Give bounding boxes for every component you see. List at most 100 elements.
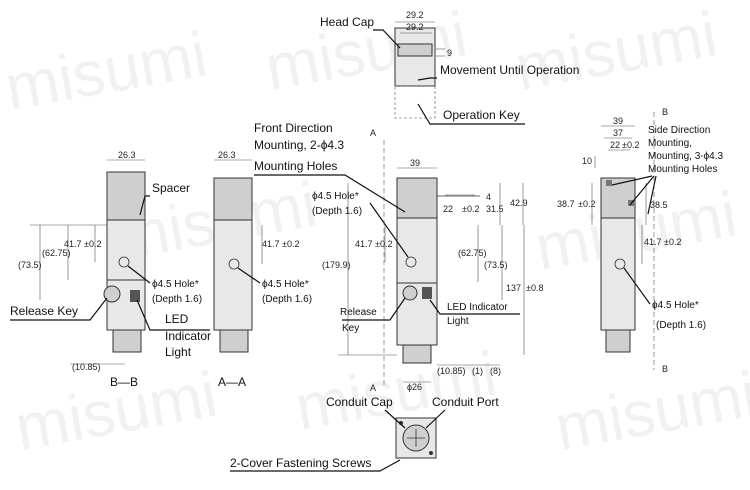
label-operation-key: Operation Key bbox=[443, 108, 520, 122]
dim-front-22: 22 bbox=[443, 204, 453, 214]
dim-front-62-75: (62.75) bbox=[458, 248, 487, 258]
label-front-mount-2: Mounting, 2-ϕ4.3 bbox=[254, 138, 344, 152]
fastening-screw bbox=[429, 451, 433, 455]
dim-side-38-7: 38.7 bbox=[557, 199, 575, 209]
dim-front-10-85: (10.85) bbox=[437, 366, 466, 376]
dim-top-9: 9 bbox=[447, 48, 452, 58]
label-side-depth: (Depth 1.6) bbox=[656, 320, 706, 331]
front-view: A A 39 22 ±0.2 4 31.5 42.9 41.7 ±0.2 (62… bbox=[254, 121, 543, 393]
dim-side-39: 39 bbox=[613, 116, 623, 126]
dim-front-4: 4 bbox=[486, 192, 491, 202]
marker-a-top: A bbox=[370, 128, 376, 138]
label-conduit-cap: Conduit Cap bbox=[326, 395, 393, 409]
side-view: B B 39 37 22 ±0.2 10 38.7 ±0.2 38.5 41.7… bbox=[557, 107, 724, 374]
dim-front-41-7-tol: ±0.2 bbox=[375, 239, 392, 249]
dim-front-22-tol: ±0.2 bbox=[462, 204, 479, 214]
view-aa: 26.3 41.7 ±0.2 ϕ4.5 Hole* (Depth 1.6) A—… bbox=[213, 150, 312, 389]
dim-front-42-9: 42.9 bbox=[510, 198, 528, 208]
label-front-led-2: Light bbox=[447, 316, 469, 327]
label-front-mount-3: Mounting Holes bbox=[254, 159, 337, 173]
dim-front-73-5: (73.5) bbox=[484, 260, 508, 270]
front-head bbox=[396, 177, 438, 219]
dim-side-22: 22 bbox=[610, 140, 620, 150]
side-conduit bbox=[605, 329, 631, 353]
head-cap-body bbox=[394, 27, 436, 87]
label-side-1: Side Direction bbox=[648, 125, 710, 136]
top-view: 29.2 29.2 9 Head Cap Movement Until Oper… bbox=[320, 10, 579, 125]
label-front-led-1: LED Indicator bbox=[447, 302, 508, 313]
side-body bbox=[600, 217, 636, 331]
head-cap-slot bbox=[397, 43, 433, 57]
label-spacer: Spacer bbox=[152, 181, 190, 195]
dim-bb-10-85: (10.85) bbox=[72, 362, 101, 372]
label-bb-led-1: LED bbox=[165, 312, 189, 326]
dim-front-41-7: 41.7 bbox=[355, 239, 373, 249]
dim-side-38-5: 38.5 bbox=[650, 200, 668, 210]
aa-hole bbox=[228, 258, 240, 270]
dim-aa-41-7: 41.7 bbox=[262, 239, 280, 249]
svg-text:misumi: misumi bbox=[0, 18, 212, 124]
operation-key-outline bbox=[394, 85, 436, 119]
dim-front-8: (8) bbox=[490, 366, 501, 376]
marker-b-top: B bbox=[662, 107, 668, 117]
dim-bb-73-5: (73.5) bbox=[18, 260, 42, 270]
dim-front-39: 39 bbox=[410, 158, 420, 168]
label-bb-led-2: Indicator bbox=[165, 329, 211, 343]
label-bb-depth: (Depth 1.6) bbox=[152, 294, 202, 305]
label-aa-depth: (Depth 1.6) bbox=[262, 294, 312, 305]
label-front-hole: ϕ4.5 Hole* bbox=[312, 191, 359, 202]
dim-side-41-7: 41.7 bbox=[644, 237, 662, 247]
aa-conduit bbox=[219, 329, 249, 353]
label-screws: 2-Cover Fastening Screws bbox=[230, 456, 371, 470]
bb-head bbox=[106, 171, 146, 221]
svg-text:misumi: misumi bbox=[550, 358, 750, 464]
marker-b-bottom: B bbox=[662, 364, 668, 374]
dim-top-29-2-b: 29.2 bbox=[406, 22, 424, 32]
aa-head bbox=[213, 177, 253, 221]
dim-side-41-7-tol: ±0.2 bbox=[664, 237, 681, 247]
dim-bb-62-75: (62.75) bbox=[42, 248, 71, 258]
bottom-view: Conduit Cap Conduit Port 2-Cover Fasteni… bbox=[230, 395, 499, 472]
label-release-key: Release Key bbox=[10, 304, 78, 318]
dim-side-38-7-tol: ±0.2 bbox=[578, 199, 595, 209]
dim-front-phi26: ϕ26 bbox=[407, 382, 422, 392]
bb-release-key bbox=[103, 285, 121, 303]
title-bb: B—B bbox=[110, 375, 138, 389]
view-bb: 26.3 41.7 ±0.2 (62.75) (73.5) (10.85) Sp… bbox=[10, 150, 211, 389]
label-front-release-2: Key bbox=[342, 323, 359, 334]
label-aa-hole: ϕ4.5 Hole* bbox=[262, 279, 309, 290]
dim-aa-26-3: 26.3 bbox=[218, 150, 236, 160]
label-front-release-1: Release bbox=[340, 307, 377, 318]
label-front-depth: (Depth 1.6) bbox=[312, 206, 362, 217]
label-bb-led-3: Light bbox=[165, 345, 192, 359]
bb-led bbox=[130, 290, 140, 302]
aa-body bbox=[213, 219, 253, 331]
label-side-2: Mounting, bbox=[648, 138, 692, 149]
dim-front-1: (1) bbox=[472, 366, 483, 376]
label-front-mount-1: Front Direction bbox=[254, 121, 333, 135]
label-side-4: Mounting Holes bbox=[648, 164, 717, 175]
bb-conduit bbox=[112, 329, 142, 353]
dim-front-137: 137 bbox=[506, 283, 521, 293]
dim-side-37: 37 bbox=[613, 128, 623, 138]
label-movement: Movement Until Operation bbox=[440, 63, 579, 77]
front-conduit bbox=[402, 344, 432, 364]
dim-bb-26-3: 26.3 bbox=[118, 150, 136, 160]
dim-bb-41-7: 41.7 bbox=[64, 239, 82, 249]
label-side-3: Mounting, 3-ϕ4.3 bbox=[648, 151, 724, 162]
marker-a-bottom: A bbox=[370, 383, 376, 393]
label-head-cap: Head Cap bbox=[320, 15, 374, 29]
dim-side-22-tol: ±0.2 bbox=[622, 140, 639, 150]
label-side-hole: ϕ4.5 Hole* bbox=[652, 300, 699, 311]
svg-text:misumi: misumi bbox=[510, 0, 722, 104]
dim-side-10: 10 bbox=[582, 156, 592, 166]
bb-hole bbox=[118, 256, 130, 268]
dim-top-29-2-a: 29.2 bbox=[406, 10, 424, 20]
front-led bbox=[422, 287, 432, 299]
dim-aa-tol: ±0.2 bbox=[282, 239, 299, 249]
dim-front-137-tol: ±0.8 bbox=[526, 283, 543, 293]
bb-upper-body bbox=[106, 219, 146, 281]
dim-front-31-5: 31.5 bbox=[486, 204, 504, 214]
